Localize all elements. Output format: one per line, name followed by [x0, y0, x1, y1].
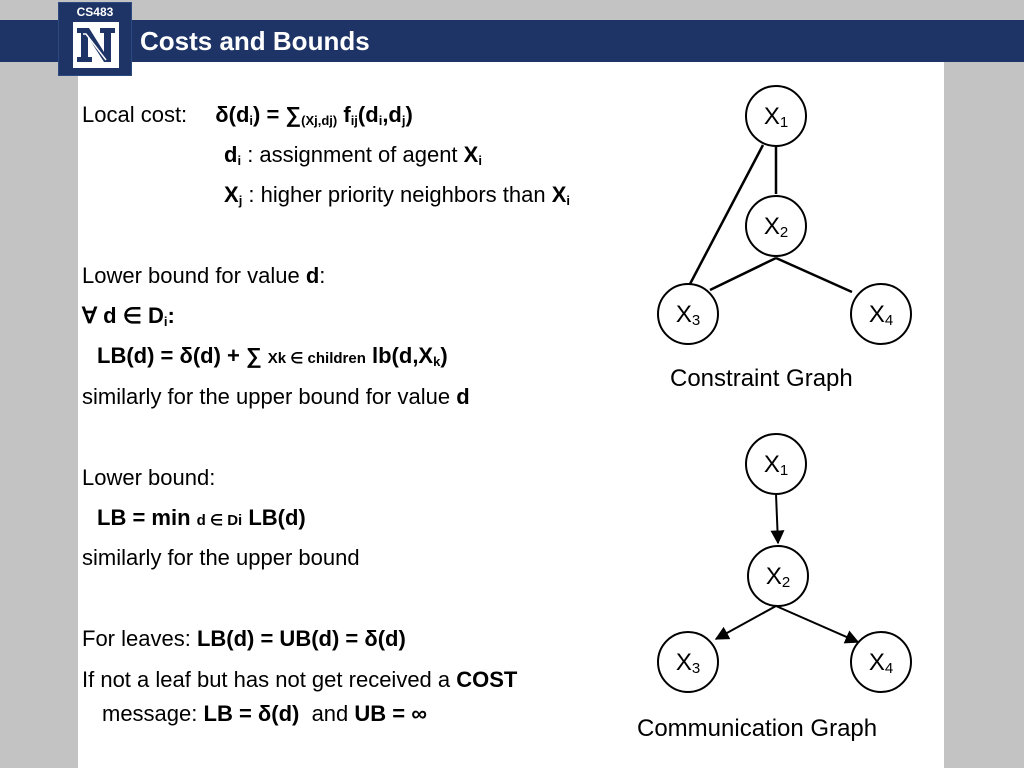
university-n-icon [73, 22, 119, 68]
communication-graph-caption: Communication Graph [637, 715, 878, 742]
forall-line: ∀ d ∈ Di: [82, 303, 175, 329]
lower-bound-value-line: Lower bound for value d: [82, 263, 326, 288]
xj-definition: Xj : higher priority neighbors than Xi [224, 182, 571, 208]
constraint-graph-caption: Constraint Graph [670, 365, 853, 392]
title-bar [0, 20, 1024, 62]
local-cost-line: Local cost: δ(di) = ∑(Xj,dj) fij(di,dj) [82, 102, 413, 128]
lb-d-formula: LB(d) = δ(d) + ∑ Xk ∈ children lb(d,Xk) [97, 343, 448, 369]
local-cost-label: Local cost: [82, 102, 188, 127]
slide-title: Costs and Bounds [140, 26, 370, 56]
similarly-upper-value-line: similarly for the upper bound for value … [82, 384, 470, 409]
lower-bound-label: Lower bound: [82, 465, 216, 490]
di-definition: di : assignment of agent Xi [224, 142, 482, 168]
not-leaf-line-2: message: LB = δ(d) and UB = ∞ [102, 701, 427, 726]
similarly-upper-line: similarly for the upper bound [82, 545, 360, 570]
local-cost-formula: δ(di) = ∑(Xj,dj) fij(di,dj) [215, 102, 413, 128]
slide-background [78, 62, 944, 768]
course-code: CS483 [76, 5, 114, 19]
for-leaves-line: For leaves: LB(d) = UB(d) = δ(d) [82, 626, 406, 651]
not-leaf-line-1: If not a leaf but has not get received a… [82, 667, 518, 692]
lb-min-formula: LB = min d ∈ Di LB(d) [97, 505, 306, 530]
course-logo: CS483 [58, 2, 132, 76]
